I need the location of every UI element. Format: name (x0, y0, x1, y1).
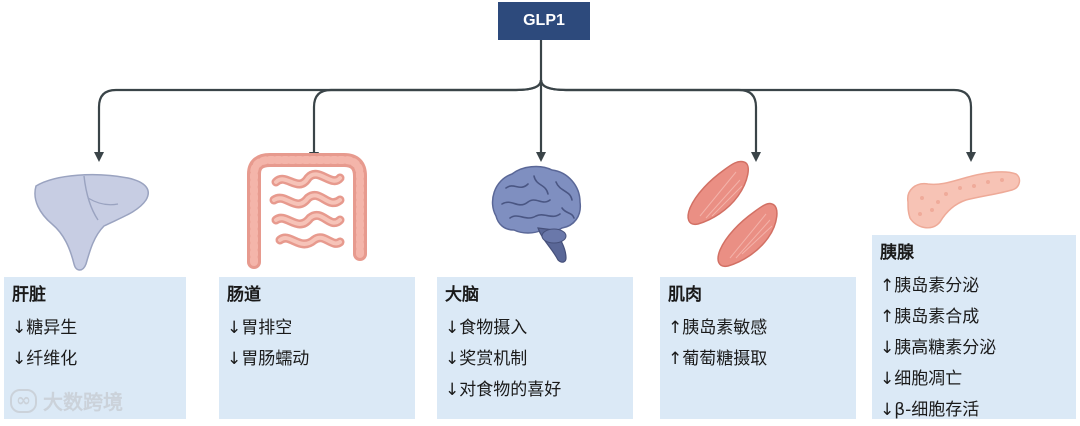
intestine-icon (247, 153, 367, 269)
pancreas-effect: ↓胰高糖素分泌 (880, 338, 997, 358)
brain-effect: ↓对食物的喜好 (445, 380, 562, 400)
muscle-card: 肌肉 ↑胰岛素敏感 ↑葡萄糖摄取 (660, 277, 856, 419)
liver-card: 肝脏 ↓糖异生 ↓纤维化 (4, 277, 186, 419)
watermark: ∞ 大数跨境 (10, 386, 123, 415)
connector-to-pancreas (539, 79, 976, 162)
muscle-effect: ↑胰岛素敏感 (668, 318, 768, 338)
pancreas-effect: ↑胰岛素分泌 (880, 276, 980, 296)
intestine-title: 肠道 (227, 285, 261, 305)
liver-effect: ↓糖异生 (12, 318, 78, 338)
intestine-card: 肠道 ↓胃排空 ↓胃肠蠕动 (219, 277, 415, 419)
muscle-title: 肌肉 (668, 285, 702, 305)
pancreas-effect: ↓β-细胞存活 (880, 400, 980, 420)
muscle-effect: ↑葡萄糖摄取 (668, 349, 768, 369)
pancreas-effect: ↑胰岛素合成 (880, 307, 980, 327)
pancreas-title: 胰腺 (880, 243, 914, 263)
connector-to-intestine (309, 79, 543, 162)
muscle-icon (687, 160, 778, 268)
glp1-root-label: GLP1 (523, 12, 565, 29)
brain-card: 大脑 ↓食物摄入 ↓奖赏机制 ↓对食物的喜好 (437, 277, 633, 419)
pancreas-effect: ↓细胞凋亡 (880, 369, 963, 389)
pancreas-icon (907, 171, 1021, 229)
liver-title: 肝脏 (12, 285, 46, 305)
brain-effect: ↓食物摄入 (445, 318, 528, 338)
brain-icon (491, 165, 582, 263)
connector-to-muscle (539, 79, 761, 162)
watermark-text: 大数跨境 (43, 390, 123, 414)
pancreas-card: 胰腺 ↑胰岛素分泌 ↑胰岛素合成 ↓胰高糖素分泌 ↓细胞凋亡 ↓β-细胞存活 (872, 235, 1076, 420)
brain-effect: ↓奖赏机制 (445, 349, 528, 369)
intestine-effect: ↓胃肠蠕动 (227, 349, 310, 369)
liver-effect: ↓纤维化 (12, 349, 78, 369)
liver-icon (34, 174, 149, 271)
glp1-root-node: GLP1 (498, 2, 590, 40)
brain-title: 大脑 (445, 285, 479, 305)
watermark-logo-icon: ∞ (10, 388, 37, 413)
intestine-effect: ↓胃排空 (227, 318, 293, 338)
